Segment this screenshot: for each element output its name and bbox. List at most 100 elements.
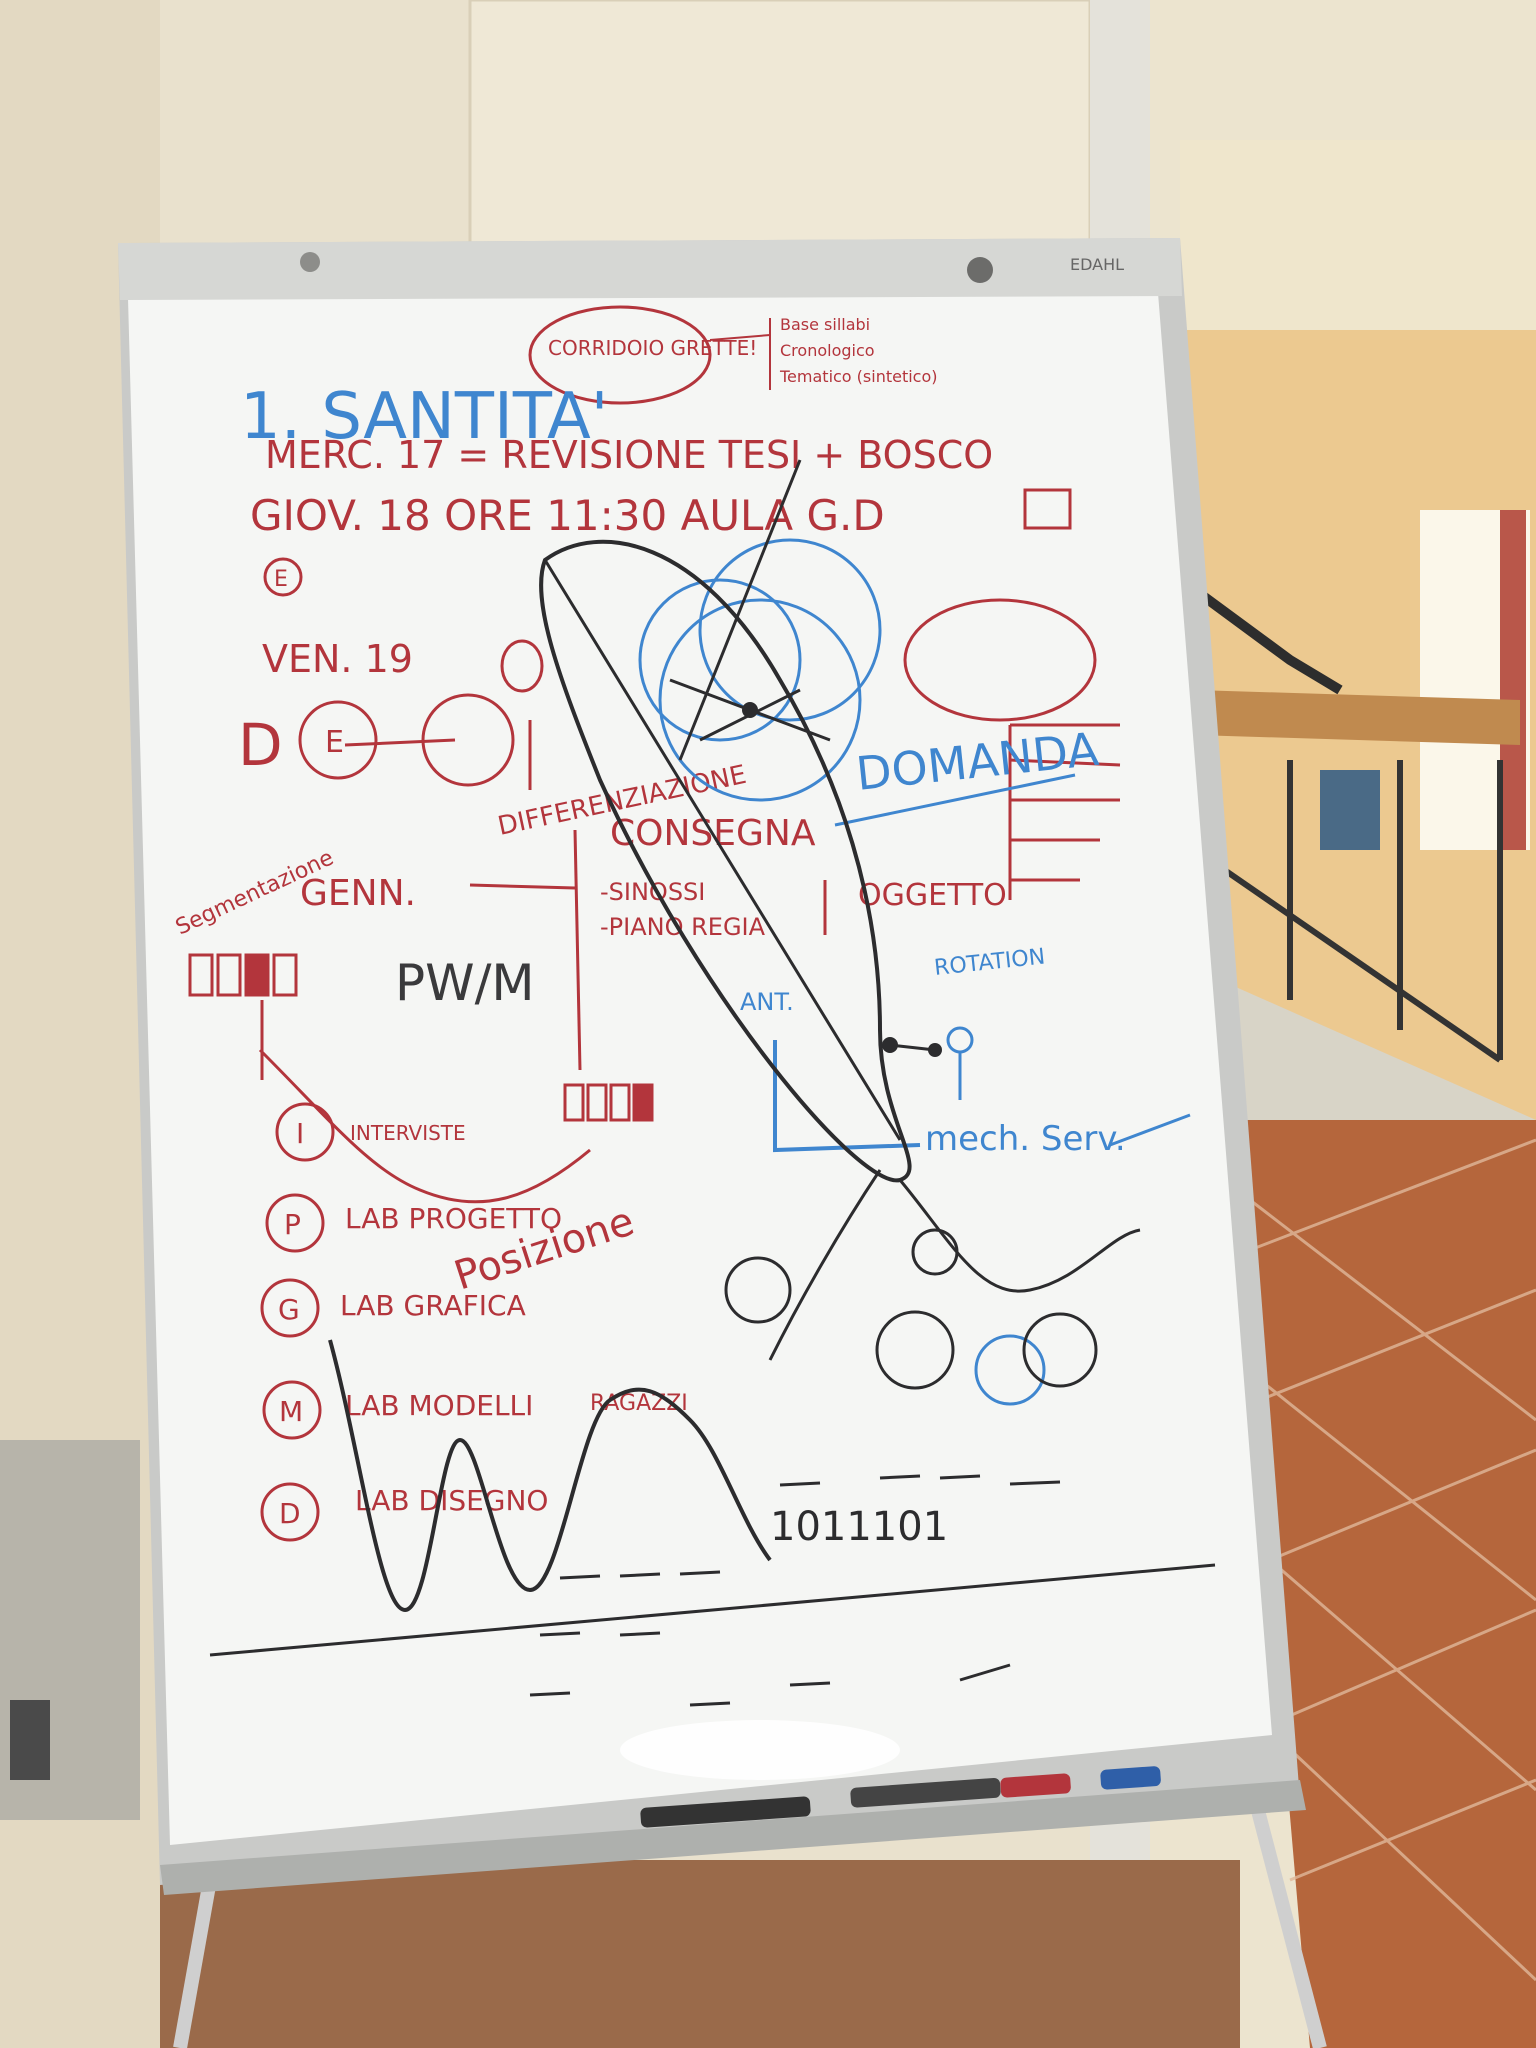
marker-red bbox=[1000, 1773, 1071, 1798]
marker-blue bbox=[1100, 1766, 1161, 1790]
bubble-oval bbox=[528, 305, 712, 405]
wall-outlet bbox=[10, 1700, 50, 1780]
black-circle-4 bbox=[1022, 1312, 1098, 1388]
bubble-note-2: Cronologico bbox=[780, 341, 875, 360]
e-arrow bbox=[344, 738, 456, 747]
e-circle bbox=[298, 700, 378, 780]
wall-sign bbox=[1320, 770, 1380, 850]
legend-label-2: LAB PROGETTO bbox=[345, 1202, 562, 1235]
ant-label: ANT. bbox=[740, 988, 794, 1016]
black-diagonal-1 bbox=[543, 559, 902, 1141]
top-clamp-bar bbox=[118, 238, 1182, 300]
binary-label: 1011101 bbox=[770, 1504, 948, 1550]
e2-letter: E bbox=[325, 725, 344, 760]
bubble-text: CORRIDOIO GRETTE! bbox=[548, 336, 757, 360]
easel-leg-right bbox=[1243, 1778, 1327, 2048]
black-funnel-shape bbox=[539, 539, 912, 1183]
legend-circle-2 bbox=[265, 1193, 325, 1253]
black-node-top bbox=[742, 702, 758, 718]
legend-letter-2: P bbox=[284, 1208, 301, 1241]
legend-label-4: LAB MODELLI bbox=[345, 1389, 533, 1422]
black-diagonal-2 bbox=[678, 459, 802, 761]
black-dashes bbox=[529, 1474, 1061, 1707]
legend-letter-1: I bbox=[296, 1117, 304, 1150]
blue-circle-3 bbox=[658, 598, 862, 802]
blue-circle-1 bbox=[638, 578, 802, 742]
black-circle-1 bbox=[724, 1256, 792, 1324]
blue-small-circle bbox=[974, 1334, 1046, 1406]
ven-circle bbox=[500, 639, 544, 693]
room-floor bbox=[160, 1860, 1240, 2048]
hall-floor bbox=[1230, 1120, 1536, 2048]
floor-tile-lines bbox=[1249, 1138, 1536, 1982]
tally-box-7 bbox=[609, 1083, 631, 1122]
marker-tray bbox=[160, 1780, 1306, 1895]
circle-e-letter: E bbox=[274, 567, 288, 592]
black-writing: PW/M 1011101 bbox=[209, 459, 1216, 1707]
red-curve bbox=[258, 1048, 591, 1204]
legend-label-3: LAB GRAFICA bbox=[340, 1289, 526, 1322]
bubble-connector bbox=[709, 334, 771, 341]
line-giov: GIOV. 18 ORE 11:30 AULA G.D bbox=[250, 491, 885, 540]
red-box-marker bbox=[1023, 488, 1072, 530]
stair-railing-top bbox=[1192, 585, 1343, 695]
legend-circle-4 bbox=[262, 1380, 322, 1440]
legend-list: I INTERVISTE P LAB PROGETTO G LAB GRAFIC… bbox=[260, 1102, 562, 1542]
tally-box-5 bbox=[563, 1083, 585, 1122]
black-wave-right bbox=[898, 1179, 1141, 1293]
blue-writing: 1. SANTITA' DOMANDA ROTATION ANT. mech. … bbox=[240, 380, 1191, 1406]
legend-letter-3: G bbox=[278, 1293, 300, 1326]
right-oval bbox=[903, 598, 1097, 722]
light-glare bbox=[620, 1720, 900, 1780]
black-circle-2 bbox=[911, 1228, 959, 1276]
tally-box-1 bbox=[188, 953, 214, 997]
domanda-underline bbox=[834, 773, 1076, 827]
stack-line-2 bbox=[1009, 758, 1121, 767]
flipchart-paper bbox=[128, 293, 1272, 1845]
window-shutter bbox=[1500, 510, 1526, 850]
blue-axes bbox=[773, 1040, 921, 1153]
mech-serv-tail bbox=[1109, 1113, 1191, 1147]
legend-label-5: LAB DISEGNO bbox=[355, 1484, 548, 1517]
black-baseline bbox=[209, 1563, 1216, 1657]
mech-serv-label: mech. Serv. bbox=[925, 1119, 1126, 1159]
legend-label-1: INTERVISTE bbox=[350, 1121, 466, 1145]
hall-ceiling bbox=[1180, 140, 1536, 330]
red-writing: CORRIDOIO GRETTE! Base sillabi Cronologi… bbox=[172, 305, 1121, 1542]
wall-panel bbox=[468, 0, 1092, 252]
marker-dark bbox=[850, 1777, 1001, 1808]
pwm-label: PW/M bbox=[395, 954, 535, 1012]
target-circle bbox=[421, 693, 515, 787]
stair-rail-lower bbox=[1208, 857, 1502, 1063]
legend-letter-4: M bbox=[279, 1395, 303, 1428]
black-node-link bbox=[889, 1043, 936, 1052]
genn-arrow bbox=[469, 883, 576, 890]
easel-leg-left bbox=[173, 1878, 217, 2048]
tally-box-6 bbox=[586, 1083, 608, 1122]
clamp-knob-right bbox=[967, 257, 993, 283]
legend-letter-5: D bbox=[279, 1497, 301, 1530]
d-letter: D bbox=[238, 711, 283, 779]
tally-box-3 bbox=[244, 953, 270, 997]
brand-label: EDAHL bbox=[1070, 255, 1124, 274]
legend-circle-5 bbox=[260, 1482, 320, 1542]
tally-box-8 bbox=[632, 1083, 654, 1122]
black-lower-stroke bbox=[768, 1169, 882, 1361]
clamp-knob-left bbox=[300, 252, 320, 272]
diff-arrow bbox=[573, 829, 582, 1071]
bubble-note-3: Tematico (sintetico) bbox=[779, 367, 938, 386]
tally-box-2 bbox=[216, 953, 242, 997]
line-ven: VEN. 19 bbox=[262, 637, 413, 681]
oggetto-label: OGGETTO bbox=[858, 878, 1007, 913]
stair-handrail bbox=[1195, 690, 1520, 745]
black-circle-3 bbox=[875, 1310, 955, 1390]
blue-circle-2 bbox=[698, 538, 882, 722]
title-santita: 1. SANTITA' bbox=[240, 380, 608, 454]
circle-e-ring bbox=[263, 557, 303, 597]
legend-circle-3 bbox=[260, 1278, 320, 1338]
genn-label: GENN. bbox=[300, 873, 416, 914]
black-wave-bottom bbox=[328, 1339, 772, 1613]
line-merc: MERC. 17 = REVISIONE TESI + BOSCO bbox=[265, 433, 993, 477]
